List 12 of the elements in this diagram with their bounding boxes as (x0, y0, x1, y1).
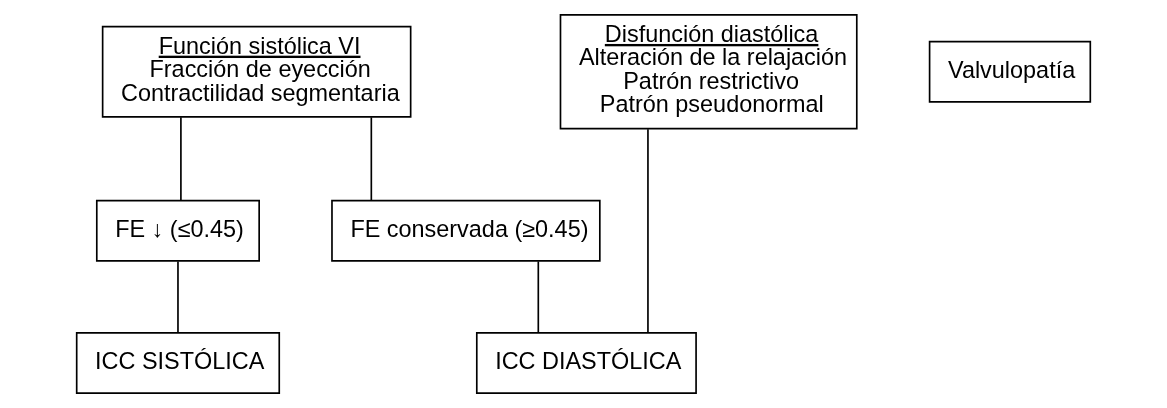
node-box: ICC DIASTÓLICA (475, 332, 697, 394)
connector (647, 128, 649, 334)
node-box: FE ↓ (≤0.45) (95, 199, 260, 262)
node-box: FE conservada (≥0.45) (331, 199, 601, 262)
connector (180, 116, 182, 202)
node-box: ICC SISTÓLICA (75, 332, 281, 394)
node-box: Valvulopatía (928, 40, 1092, 103)
connector (177, 260, 179, 334)
connector (370, 116, 373, 202)
node-box: Función sistólica VI Fracción de eyección Contractilidad segmentaria (101, 25, 412, 118)
node-box: Disfunción diastólica Alteración de la relajación Patrón restrictivo Patrón pseudonormal (559, 14, 858, 130)
connector (537, 260, 540, 334)
